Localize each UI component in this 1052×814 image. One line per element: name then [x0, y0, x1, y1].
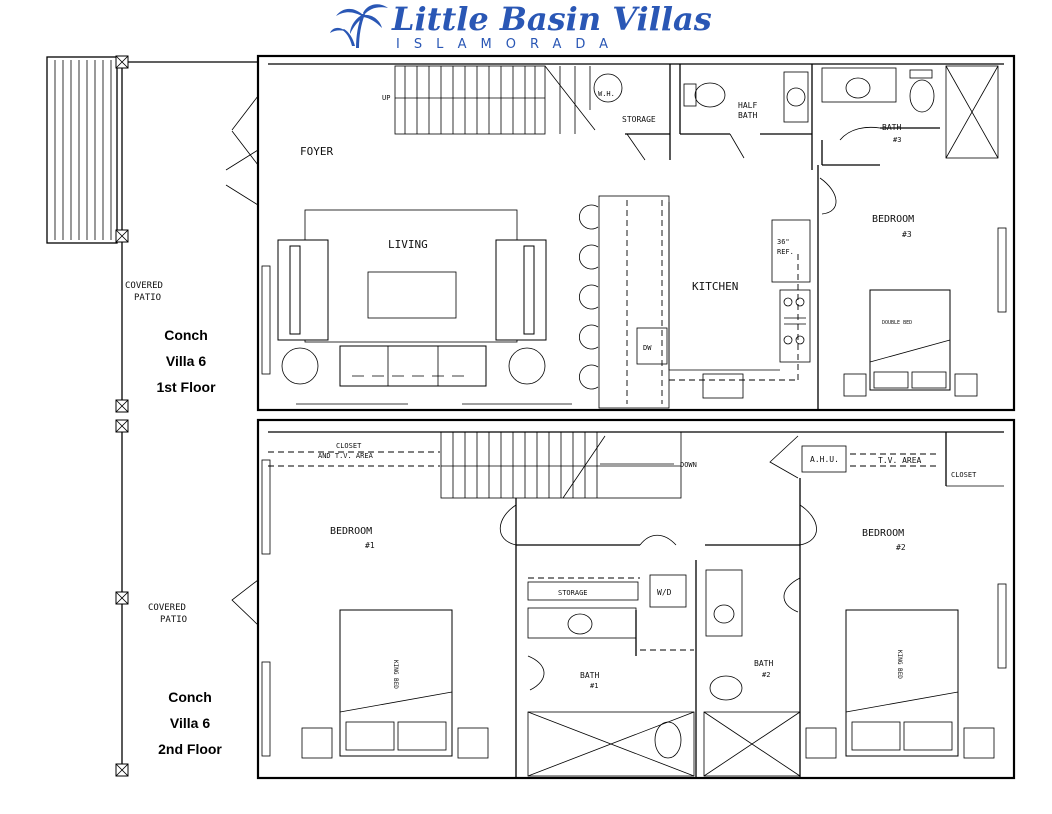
kitchen-label: KITCHEN: [692, 280, 738, 293]
half-bath-label-2: BATH: [738, 111, 757, 120]
ref-label: REF.: [777, 248, 794, 256]
patio-door: [231, 579, 259, 626]
floor2-caption-line1: Conch: [168, 689, 212, 705]
first-floor-plan: UP W.H. STORAGE HALF BATH: [46, 54, 1016, 413]
floor1-caption-line2: Villa 6: [166, 353, 206, 369]
bath-1-fixtures: [527, 607, 695, 777]
bedroom-1-bed: [301, 609, 489, 759]
ahu-label: A.H.U.: [810, 455, 839, 464]
floor1-caption-line3: 1st Floor: [156, 379, 216, 395]
covered-patio-1-label-b: PATIO: [134, 293, 161, 303]
bath-1-number: #1: [590, 682, 598, 690]
bedroom-1-bed-label: KING BED: [392, 660, 399, 689]
first-floor-outline: [256, 54, 1016, 412]
kitchen-island: [598, 195, 670, 409]
floor2-caption-line3: 2nd Floor: [158, 741, 222, 757]
bar-stools: [578, 204, 599, 390]
ahu-unit: [801, 445, 847, 473]
tv-area-label: T.V. AREA: [878, 456, 922, 465]
bath-3-number: #3: [893, 136, 901, 144]
floor2-caption-line2: Villa 6: [170, 715, 210, 731]
bath-2-number: #2: [762, 671, 770, 679]
covered-patio-1-label-a: COVERED: [125, 281, 163, 291]
stairs-up-label: UP: [382, 94, 390, 102]
half-bath-sink: [783, 71, 809, 123]
entry-door: [225, 95, 259, 206]
patio-deck-stairs: [46, 56, 118, 244]
palm-tree-icon: [330, 4, 388, 48]
foyer-label: FOYER: [300, 145, 333, 158]
window: [997, 227, 1007, 313]
washer-dryer-label: W/D: [657, 588, 672, 597]
bedroom-1-label: BEDROOM: [330, 526, 372, 537]
water-heater: [593, 73, 623, 103]
water-heater-label: W.H.: [598, 90, 615, 98]
header-logo: Little Basin Villas ISLAMORADA: [330, 0, 712, 52]
bedroom-1-number: #1: [365, 541, 375, 550]
stairs-down: [440, 431, 682, 499]
logo-subtitle: ISLAMORADA: [396, 37, 622, 52]
window: [997, 583, 1007, 669]
stairs-down-label: DOWN: [680, 461, 697, 469]
window: [261, 661, 271, 757]
bedroom-3-number: #3: [902, 230, 912, 239]
window: [261, 459, 271, 555]
living-label: LIVING: [388, 238, 428, 251]
closet-tv-label-1: CLOSET: [336, 442, 362, 450]
bedroom-3-bed: [843, 289, 978, 397]
storage-label: STORAGE: [622, 115, 656, 124]
closet-label: CLOSET: [951, 471, 977, 479]
logo-title: Little Basin Villas: [391, 0, 712, 38]
half-bath-label-1: HALF: [738, 101, 757, 110]
bath-2-label: BATH: [754, 659, 773, 668]
bedroom-2-bed-label: KING BED: [896, 650, 903, 679]
ref-size-label: 36": [777, 238, 790, 246]
window: [261, 265, 271, 375]
stairs-up: [394, 65, 596, 135]
closet-tv-label-2: AND T.V. AREA: [318, 452, 374, 460]
dishwasher-label: DW: [643, 344, 652, 352]
covered-patio-2-label-a: COVERED: [148, 603, 186, 613]
living-room-furniture: [277, 209, 572, 405]
bedroom-3-label: BEDROOM: [872, 214, 914, 225]
bedroom-2-label: BEDROOM: [862, 528, 904, 539]
covered-patio-2-label-b: PATIO: [160, 615, 187, 625]
bath-3: [821, 65, 999, 166]
second-floor-plan: CLOSET AND T.V. AREA DOWN A.H.U.: [115, 418, 1016, 780]
bath-2-fixtures: [703, 569, 801, 777]
bath-3-label: BATH: [882, 123, 901, 132]
double-bed-label: DOUBLE BED: [882, 320, 912, 326]
bath-1-label: BATH: [580, 671, 599, 680]
bedroom-2-number: #2: [896, 543, 906, 552]
second-floor-outline: [256, 418, 1016, 780]
storage-2-label: STORAGE: [558, 589, 588, 597]
kitchen-counter: [668, 202, 811, 399]
bedroom-2-bed: [805, 609, 995, 759]
half-bath-toilet: [683, 82, 726, 108]
washer-dryer: [649, 574, 687, 608]
floor1-caption-line1: Conch: [164, 327, 208, 343]
